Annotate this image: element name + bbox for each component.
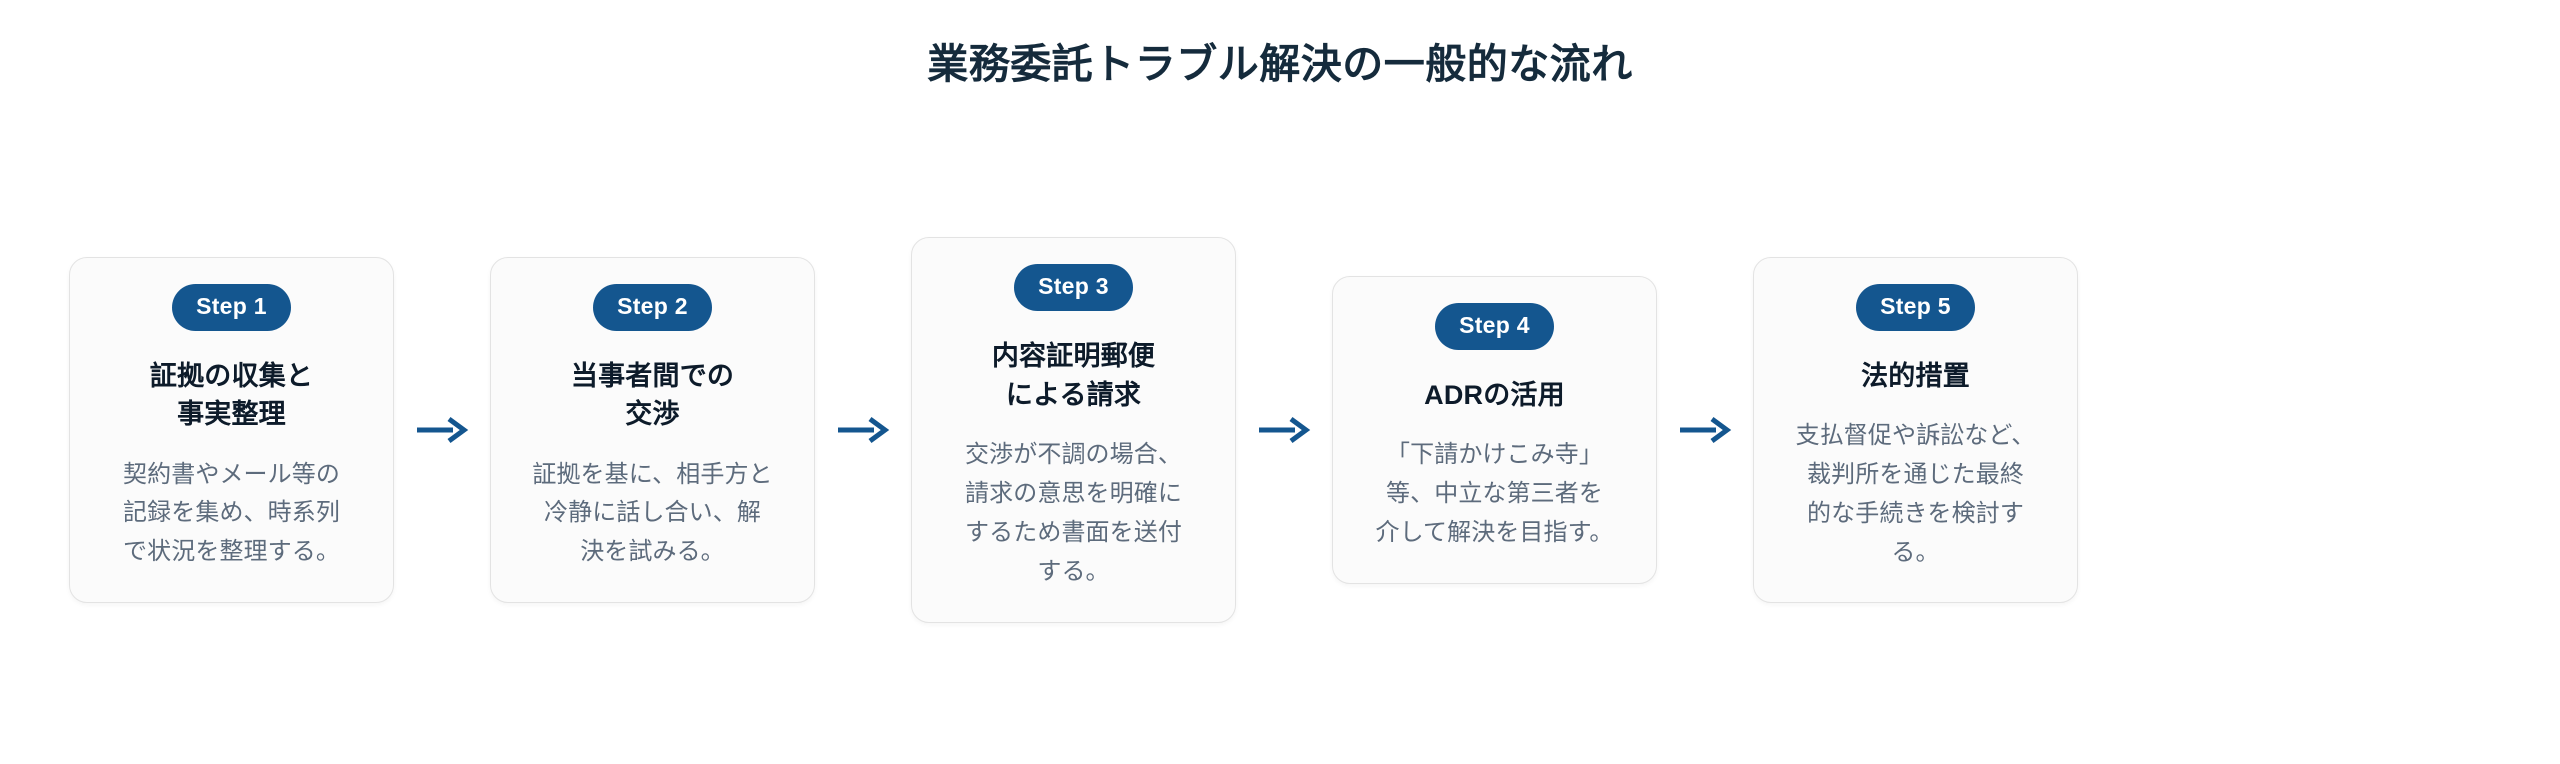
step-description-line: 裁判所を通じた最終 (1807, 460, 2024, 488)
step-description-line: 「下請かけこみ寺」 (1386, 441, 1603, 469)
step-description-line: 冷静に話し合い、解 (544, 499, 761, 527)
arrow-right-icon (394, 415, 490, 445)
step-card-4[interactable]: Step 4 ADRの活用 「下請かけこみ寺」 等、中立な第三者を 介して解決を… (1332, 276, 1657, 584)
step-description-line: 契約書やメール等の (123, 460, 340, 488)
step-title-line: による請求 (1005, 379, 1142, 410)
step-description-5: 支払督促や訴訟など、 裁判所を通じた最終 的な手続きを検討す る。 (1796, 417, 2036, 573)
step-description-line: 介して解決を目指す。 (1375, 519, 1614, 547)
arrow-right-icon (1236, 415, 1332, 445)
step-title-line: 事実整理 (177, 399, 286, 430)
step-badge-3: Step 3 (1014, 264, 1133, 312)
step-title-line: 交渉 (625, 399, 680, 430)
step-title-line: 当事者間での (570, 360, 735, 391)
step-title-line: 内容証明郵便 (991, 341, 1156, 372)
step-title-4: ADRの活用 (1424, 376, 1565, 414)
step-title-line: ADRの活用 (1424, 380, 1565, 411)
step-card-5[interactable]: Step 5 法的措置 支払督促や訴訟など、 裁判所を通じた最終 的な手続きを検… (1753, 256, 2078, 604)
step-description-line: で状況を整理する。 (123, 538, 340, 566)
step-description-line: する。 (1037, 557, 1110, 585)
step-description-2: 証拠を基に、相手方と 冷静に話し合い、解 決を試みる。 (532, 456, 772, 573)
step-description-line: 的な手続きを検討す (1807, 499, 2024, 527)
step-badge-5: Step 5 (1856, 283, 1975, 331)
step-description-3: 交渉が不調の場合、 請求の意思を明確に するため書面を送付 する。 (965, 436, 1182, 592)
step-card-3[interactable]: Step 3 内容証明郵便 による請求 交渉が不調の場合、 請求の意思を明確に … (911, 237, 1236, 623)
step-description-line: 等、中立な第三者を (1386, 480, 1603, 508)
step-title-2: 当事者間での 交渉 (571, 357, 734, 434)
step-description-line: 請求の意思を明確に (965, 479, 1182, 507)
step-title-1: 証拠の収集と 事実整理 (150, 357, 313, 434)
step-card-1[interactable]: Step 1 証拠の収集と 事実整理 契約書やメール等の 記録を集め、時系列 で… (69, 256, 394, 604)
step-description-line: 交渉が不調の場合、 (965, 441, 1182, 469)
step-card-2[interactable]: Step 2 当事者間での 交渉 証拠を基に、相手方と 冷静に話し合い、解 決を… (490, 256, 815, 604)
step-description-line: 記録を集め、時系列 (123, 499, 340, 527)
step-description-line: 決を試みる。 (580, 538, 725, 566)
step-description-line: するため書面を送付 (965, 518, 1182, 546)
step-title-5: 法的措置 (1861, 357, 1970, 395)
step-description-line: る。 (1891, 538, 1940, 566)
page-title: 業務委託トラブル解決の一般的な流れ (927, 41, 1633, 87)
step-description-line: 証拠を基に、相手方と (532, 460, 773, 488)
step-badge-1: Step 1 (172, 283, 291, 331)
step-title-3: 内容証明郵便 による請求 (992, 337, 1155, 414)
step-badge-4: Step 4 (1435, 303, 1554, 351)
step-badge-2: Step 2 (593, 283, 712, 331)
step-description-4: 「下請かけこみ寺」 等、中立な第三者を 介して解決を目指す。 (1376, 436, 1614, 553)
steps-flow-row: Step 1 証拠の収集と 事実整理 契約書やメール等の 記録を集め、時系列 で… (69, 170, 2491, 690)
step-title-line: 証拠の収集と (149, 360, 314, 391)
arrow-right-icon (815, 415, 911, 445)
step-description-line: 支払督促や訴訟など、 (1795, 421, 2036, 449)
step-title-line: 法的措置 (1861, 360, 1970, 391)
step-description-1: 契約書やメール等の 記録を集め、時系列 で状況を整理する。 (123, 456, 340, 573)
arrow-right-icon (1657, 415, 1753, 445)
